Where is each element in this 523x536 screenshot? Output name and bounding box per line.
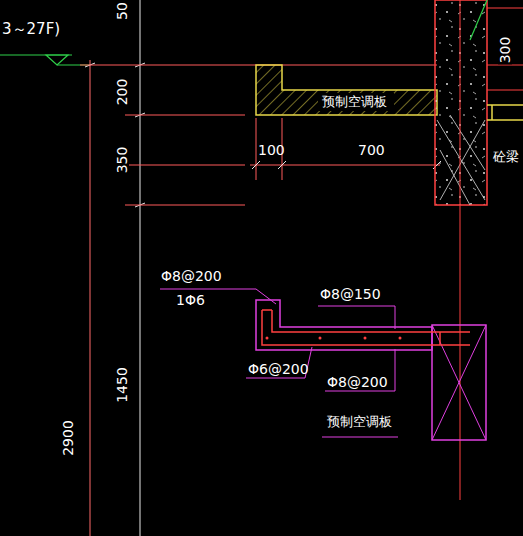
dimension: 2900 [61,419,75,457]
part-name: 预制空调板 [322,95,387,108]
part-name: 预制空调板 [327,415,392,428]
dimension: 50 [115,1,129,21]
dimension: 300 [498,36,512,65]
rebar-callout: Φ8@150 [320,287,381,301]
part-name: 砼梁 [493,150,519,163]
dimension: 200 [115,78,129,107]
dimension: 1450 [115,366,129,404]
rebar-callout: Φ8@200 [327,375,388,389]
dimension: 100 [258,143,285,157]
dimension: 700 [358,143,385,157]
rebar-callout: Φ6@200 [248,362,309,376]
rebar-callout: 1Φ6 [176,293,205,307]
level-note: 3～27F) [2,22,60,37]
dimension: 350 [115,146,129,175]
rebar-callout: Φ8@200 [161,269,222,283]
